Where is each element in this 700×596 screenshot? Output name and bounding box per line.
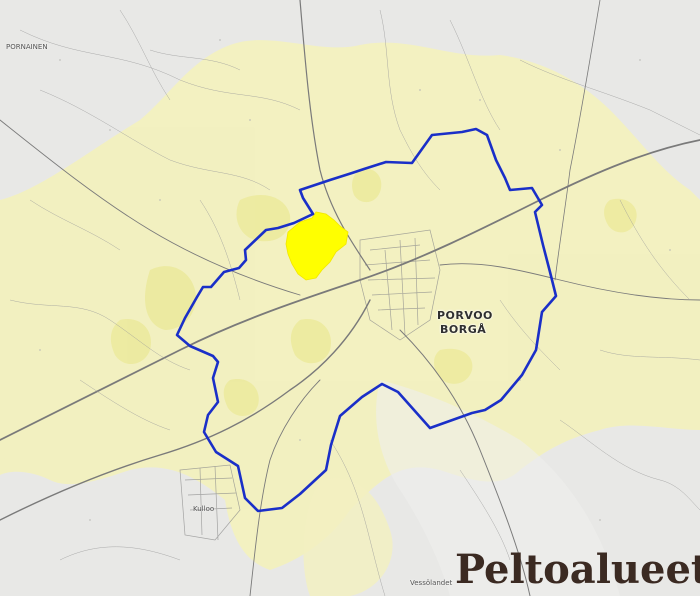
- town-label-borga: BORGÅ: [440, 323, 487, 336]
- town-label-porvoo: PORVOO: [437, 309, 493, 322]
- field-area-east: [556, 277, 685, 421]
- place-label-vessolandet: Vessölandet: [410, 579, 453, 587]
- map-texture: [39, 39, 671, 521]
- map-title: Peltoalueet: [455, 546, 700, 593]
- field-area-main: [0, 40, 700, 570]
- field-area-south: [303, 478, 393, 596]
- field-areas-layer: [0, 40, 700, 596]
- highlight-area: [285, 211, 349, 281]
- boundary-line: [175, 127, 558, 513]
- urban-porvoo: [179, 229, 441, 541]
- field-patches: [110, 168, 637, 416]
- place-label-kulloo: Kulloo: [193, 505, 215, 513]
- place-label-pornainen: PORNAINEN: [6, 43, 48, 51]
- minor-roads: [9, 9, 700, 596]
- sea: [376, 380, 620, 596]
- field-area-west: [0, 229, 145, 470]
